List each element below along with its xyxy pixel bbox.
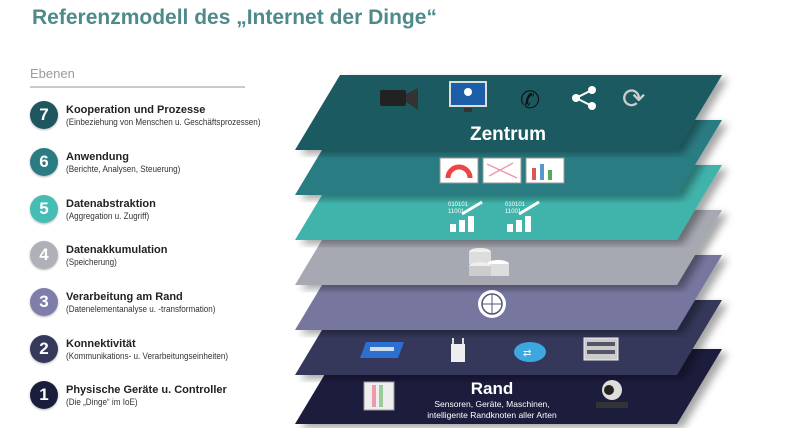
level-number-badge: 7	[30, 101, 58, 129]
map-report-icon	[482, 157, 522, 184]
network-globe-icon	[478, 290, 506, 318]
level-name: Verarbeitung am Rand	[66, 290, 183, 303]
level-number-badge: 2	[30, 335, 58, 363]
page-title: Referenzmodell des „Internet der Dinge“	[32, 6, 437, 29]
level-description: (Aggregation u. Zugriff)	[66, 210, 150, 221]
server-rack-icon	[583, 337, 619, 361]
edge-label: Rand	[471, 379, 514, 398]
controller-panel-icon	[363, 381, 395, 411]
svg-text:010101: 010101	[448, 202, 469, 208]
level-name: Kooperation und Prozesse	[66, 103, 206, 116]
svg-text:11001: 11001	[448, 209, 465, 215]
gauge-dashboard-icon	[439, 157, 479, 184]
svg-text:010101: 010101	[505, 202, 526, 208]
level-name: Physische Geräte u. Controller	[66, 383, 227, 396]
level-number-badge: 4	[30, 241, 58, 269]
phone-icon: ✆	[520, 87, 540, 114]
level-description: (Speicherung)	[66, 256, 117, 267]
level-number-badge: 5	[30, 195, 58, 223]
edge-description-1: Sensoren, Geräte, Maschinen,	[434, 399, 549, 409]
level-description: (Einbeziehung von Menschen u. Geschäftsp…	[66, 116, 261, 127]
level-item-1: 1 Physische Geräte u. Controller (Die „D…	[30, 381, 227, 409]
level-number-badge: 3	[30, 288, 58, 316]
level-number-badge: 1	[30, 381, 58, 409]
level-item-7: 7 Kooperation und Prozesse (Einbeziehung…	[30, 101, 282, 129]
level-name: Anwendung	[66, 150, 129, 163]
video-camera-icon	[380, 88, 418, 110]
svg-text:⟳: ⟳	[622, 83, 645, 114]
level-description: (Berichte, Analysen, Steuerung)	[66, 163, 181, 174]
level-item-5: 5 Datenabstraktion (Aggregation u. Zugri…	[30, 195, 158, 223]
center-label: Zentrum	[470, 124, 546, 145]
svg-text:⇄: ⇄	[523, 348, 531, 359]
level-description: (Kommunikations- u. Verarbeitungseinheit…	[66, 350, 229, 361]
level-item-3: 3 Verarbeitung am Rand (Datenelementanal…	[30, 288, 232, 316]
share-icon	[572, 86, 596, 110]
svg-text:✆: ✆	[520, 87, 540, 114]
level-description: (Datenelementanalyse u. -transformation)	[66, 303, 216, 314]
level-name: Datenabstraktion	[66, 197, 156, 210]
level-name: Datenakkumulation	[66, 243, 168, 256]
edge-description-2: intelligente Randknoten aller Arten	[427, 410, 557, 420]
level-item-6: 6 Anwendung (Berichte, Analysen, Steueru…	[30, 148, 193, 176]
sync-icon: ⟳	[622, 83, 645, 114]
bar-chart-report-icon	[525, 157, 565, 184]
level-name: Konnektivität	[66, 337, 136, 350]
monitor-collaboration-icon	[449, 81, 487, 112]
router-icon: ⇄	[514, 342, 546, 362]
access-point-icon	[451, 338, 465, 362]
ptz-camera-icon	[596, 380, 628, 408]
switch-icon	[360, 342, 404, 358]
level-item-2: 2 Konnektivität (Kommunikations- u. Vera…	[30, 335, 246, 363]
section-label: Ebenen	[30, 66, 245, 88]
level-number-badge: 6	[30, 148, 58, 176]
svg-text:11001: 11001	[505, 209, 522, 215]
level-description: (Die „Dinge“ im IoE)	[66, 396, 138, 407]
level-item-4: 4 Datenakkumulation (Speicherung)	[30, 241, 167, 269]
database-icon	[469, 248, 509, 276]
